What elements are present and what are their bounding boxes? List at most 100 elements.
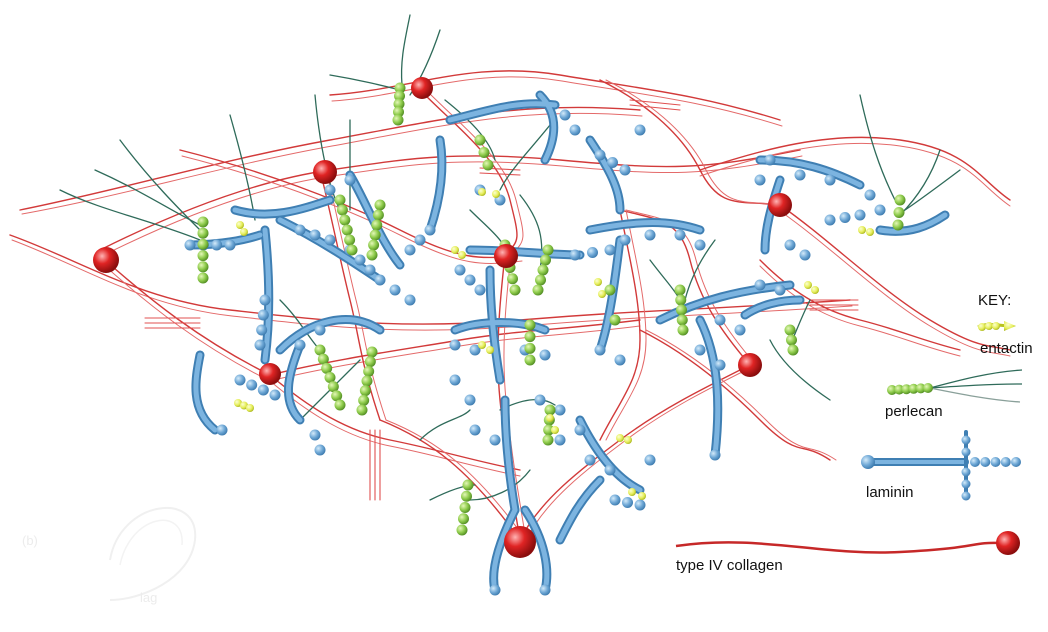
key-entactin-icon <box>977 321 1016 331</box>
laminin-bead <box>464 394 476 406</box>
laminin-bead <box>634 499 646 511</box>
laminin-bead <box>424 224 436 236</box>
laminin-bead <box>584 454 596 466</box>
perlecan-bead <box>532 284 544 296</box>
laminin-bead <box>354 254 366 266</box>
entactin-bead <box>478 188 486 196</box>
perlecan-bead <box>604 284 616 296</box>
entactin-bead <box>546 414 554 422</box>
laminin-bead <box>414 234 426 246</box>
laminin-bead <box>634 124 646 136</box>
laminin-bead <box>619 234 631 246</box>
collagen-node <box>259 363 281 385</box>
laminin-bead <box>454 264 466 276</box>
laminin-bead <box>569 124 581 136</box>
perlecan-bead <box>676 314 688 326</box>
key-laminin-bead <box>980 457 991 467</box>
perlecan-bead <box>392 114 404 126</box>
perlecan-bead <box>677 324 689 336</box>
collagen-node <box>411 77 433 99</box>
entactin-molecules <box>234 188 874 500</box>
laminin-bead <box>554 434 566 446</box>
perlecan-bead <box>609 314 621 326</box>
perlecan-bead <box>368 239 380 251</box>
perlecan-bead <box>394 90 405 102</box>
laminin-bead <box>714 314 726 326</box>
laminin-bead <box>764 154 776 166</box>
laminin-bead <box>594 344 606 356</box>
perlecan-bead <box>507 273 518 285</box>
perlecan-bead <box>197 261 209 273</box>
laminin-bead <box>294 224 306 236</box>
perlecan-bead <box>524 354 536 366</box>
entactin-bead <box>451 246 459 254</box>
perlecan-bead <box>393 98 405 110</box>
laminin-bead <box>714 359 726 371</box>
laminin-bead <box>604 464 616 476</box>
key-perlecan-bead <box>915 383 926 394</box>
perlecan-bead <box>339 214 351 226</box>
entactin-bead <box>811 286 819 294</box>
perlecan-bead <box>543 424 555 436</box>
perlecan-bead <box>459 502 471 513</box>
laminin-bead <box>854 209 866 221</box>
perlecan-bead <box>363 365 375 377</box>
perlecan-bead <box>317 353 329 365</box>
laminin-bead <box>314 324 326 336</box>
perlecan-bead <box>784 324 796 336</box>
entactin-bead <box>638 492 646 500</box>
perlecan-bead <box>537 264 549 276</box>
key-laminin-bead <box>970 457 980 467</box>
laminin-bead <box>622 497 633 508</box>
key-title: KEY: <box>978 292 1012 309</box>
laminin-bead <box>734 324 746 336</box>
collagen-node <box>738 353 762 377</box>
laminin-bead <box>389 284 401 296</box>
laminin-bead <box>609 494 621 506</box>
laminin-bead <box>607 157 618 168</box>
laminin-bead <box>464 274 476 286</box>
laminin-bead <box>614 354 626 366</box>
key-laminin-bead <box>1000 457 1011 467</box>
laminin-bead <box>489 584 501 596</box>
laminin-bead <box>449 374 461 386</box>
perlecan-bead <box>336 204 348 216</box>
collagen-node <box>313 160 337 184</box>
perlecan-bead <box>542 244 554 256</box>
perlecan-bead <box>458 513 469 525</box>
laminin-bead <box>246 379 258 391</box>
laminin-bead <box>574 424 586 436</box>
laminin-bead <box>257 309 269 321</box>
key-laminin-bead <box>990 457 1001 467</box>
perlecan-bead <box>334 194 346 206</box>
key-laminin-bead <box>961 447 971 457</box>
entactin-bead <box>628 488 636 496</box>
laminin-bead <box>374 274 386 286</box>
laminin-bead <box>469 424 481 436</box>
ghost-figure <box>109 506 197 601</box>
entactin-bead <box>804 281 812 289</box>
perlecan-bead <box>524 319 536 331</box>
laminin-bead <box>709 449 721 461</box>
laminin-bead <box>554 404 566 416</box>
laminin-bead <box>644 454 656 466</box>
perlecan-bead <box>393 106 404 118</box>
entactin-bead <box>598 290 606 298</box>
perlecan-bead <box>359 385 371 397</box>
laminin-bead <box>594 149 606 161</box>
collagen-nodes <box>93 77 792 558</box>
laminin-bead <box>257 384 269 396</box>
laminin-bead <box>694 344 706 356</box>
laminin-bead <box>604 244 616 256</box>
perlecan-chains <box>197 82 906 536</box>
laminin-bead <box>824 174 836 186</box>
perlecan-bead <box>197 250 209 262</box>
laminin-bead <box>754 174 766 186</box>
laminin-bead <box>404 294 416 306</box>
collagen-node <box>494 244 518 268</box>
key-perlecan-bead <box>901 384 912 395</box>
perlecan-bead <box>482 159 494 171</box>
entactin-bead <box>486 346 494 354</box>
perlecan-bead <box>535 274 546 286</box>
laminin-bead <box>839 212 851 223</box>
